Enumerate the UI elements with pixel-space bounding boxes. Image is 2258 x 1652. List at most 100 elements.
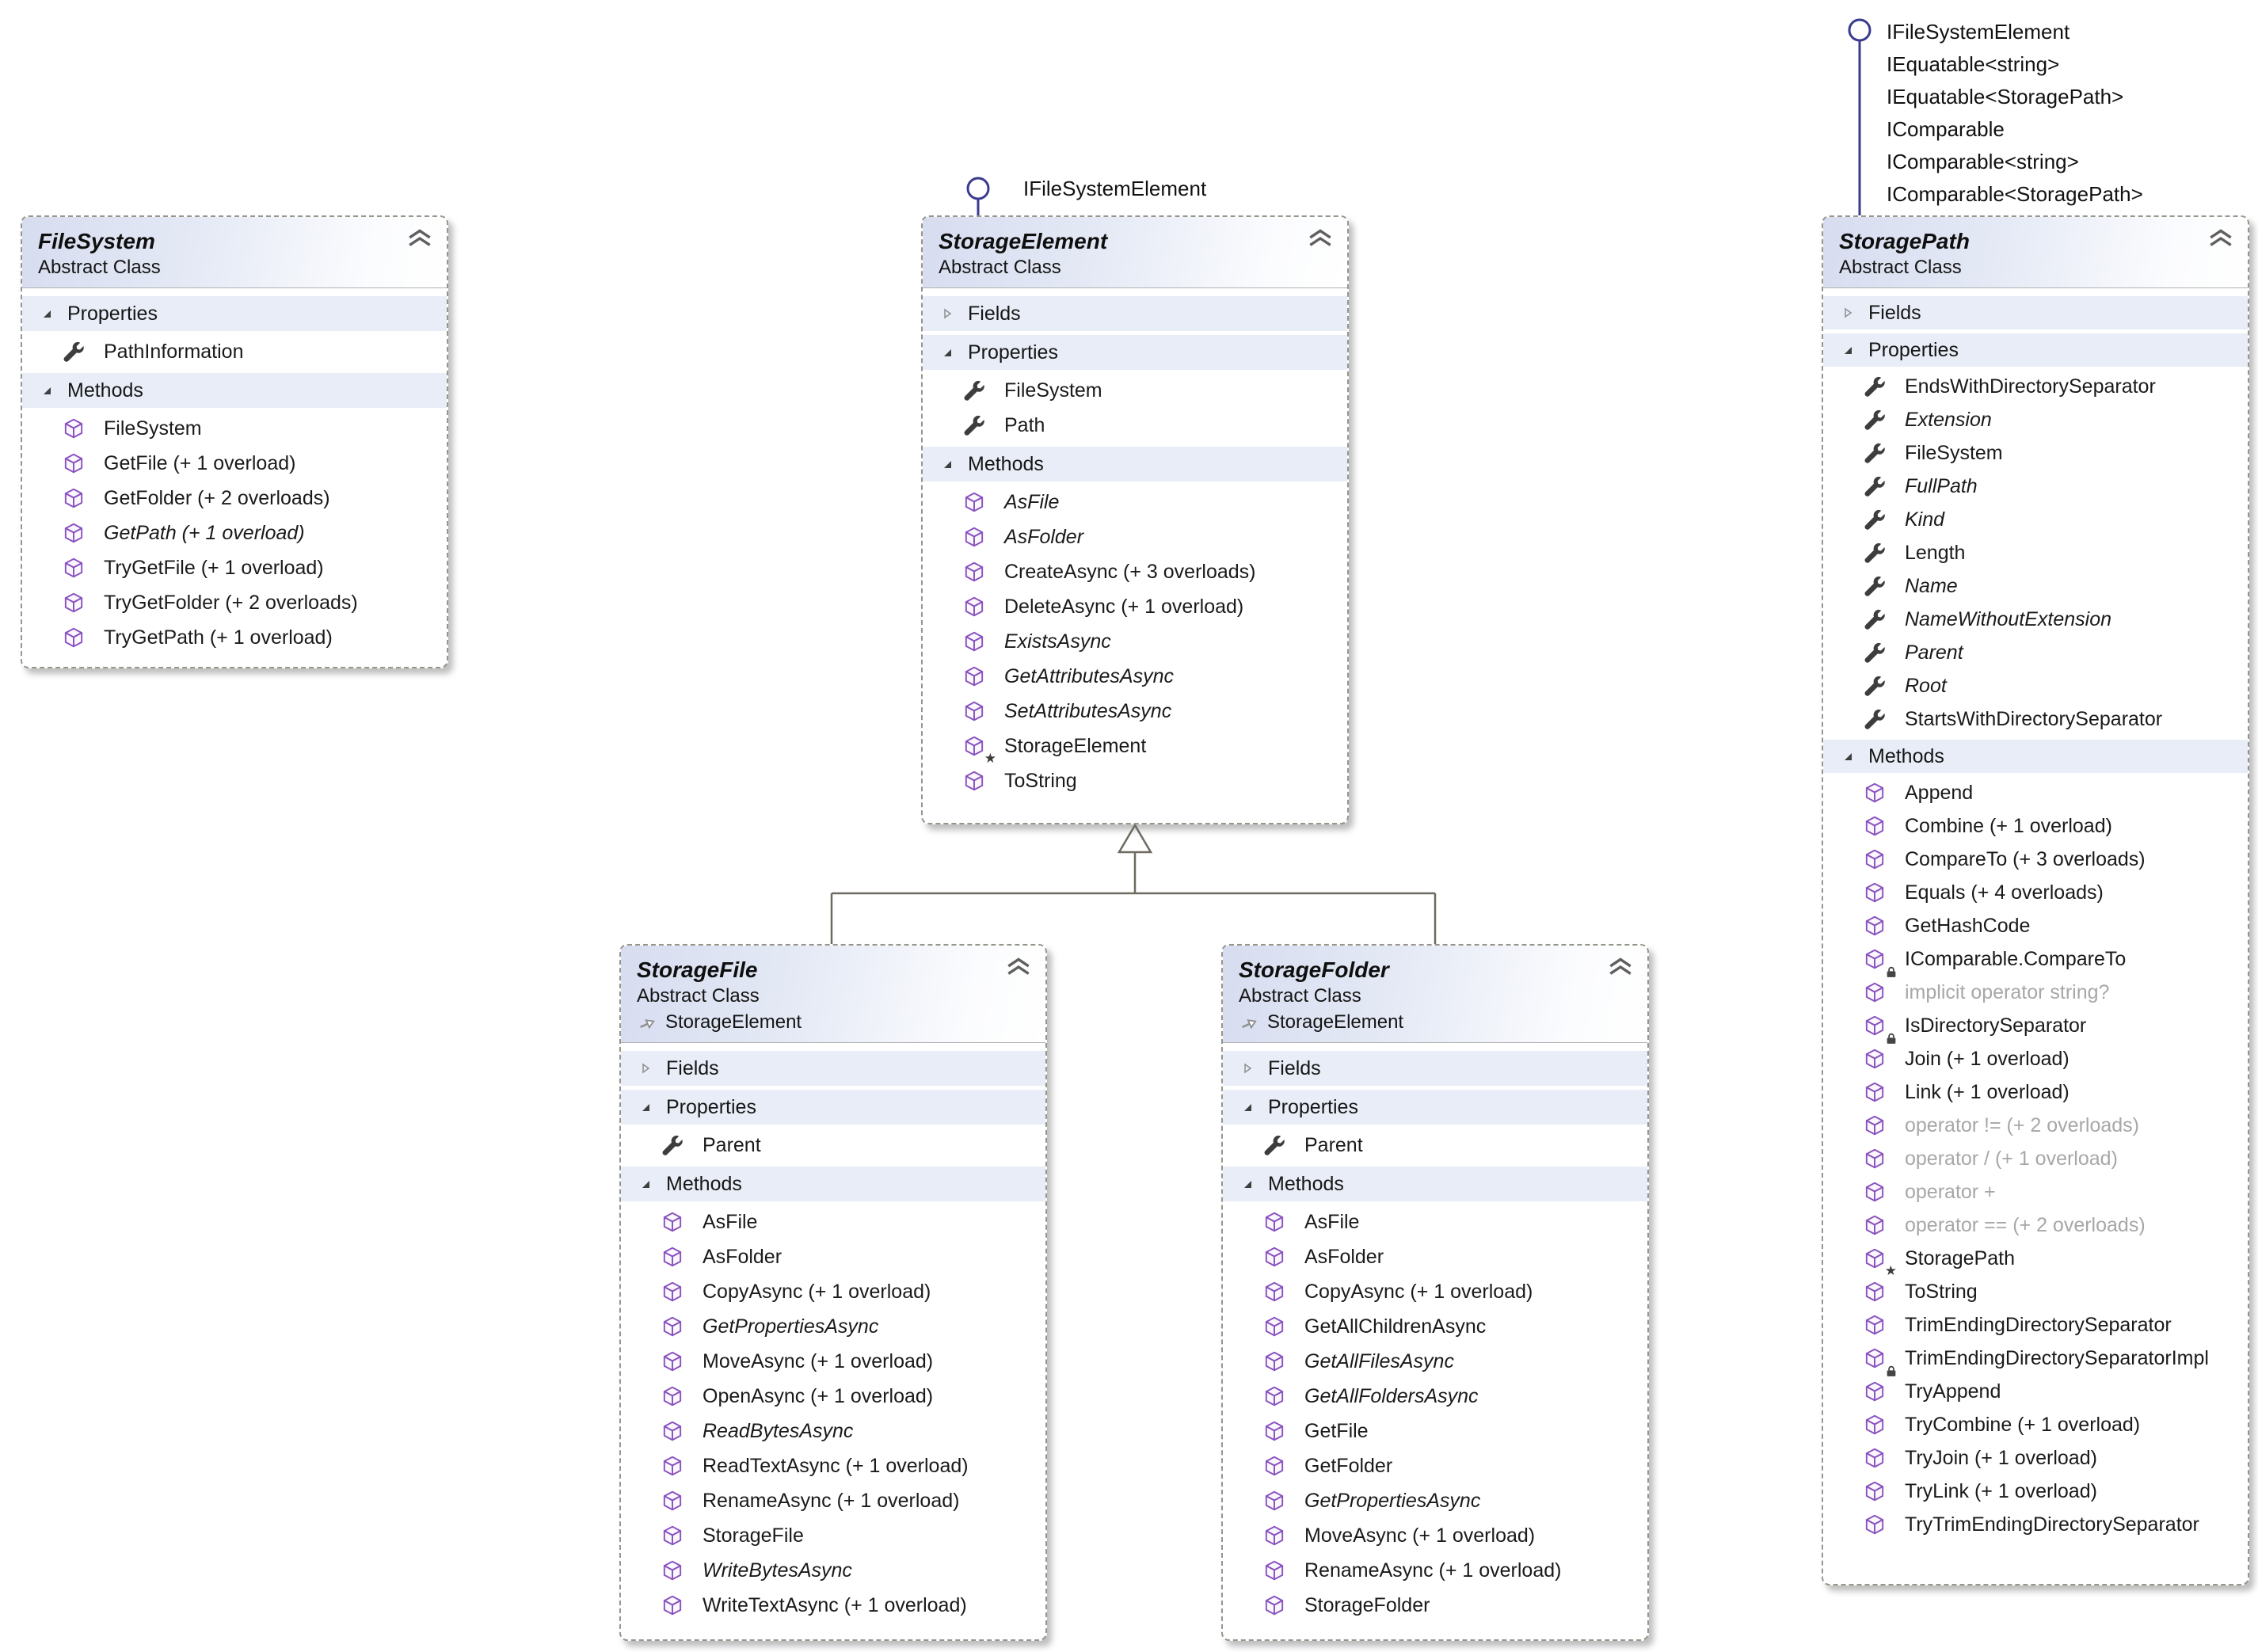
member-row[interactable]: GetPropertiesAsync bbox=[1223, 1483, 1647, 1518]
member-row[interactable]: Length bbox=[1823, 536, 2248, 569]
member-row[interactable]: GetFolder bbox=[1223, 1448, 1647, 1483]
member-row[interactable]: GetAllFilesAsync bbox=[1223, 1344, 1647, 1379]
member-row[interactable]: TryJoin (+ 1 overload) bbox=[1823, 1441, 2248, 1475]
member-row[interactable]: ExistsAsync bbox=[923, 624, 1347, 659]
member-row[interactable]: AsFile bbox=[621, 1205, 1045, 1239]
member-row[interactable]: Append bbox=[1823, 776, 2248, 809]
member-row[interactable]: Parent bbox=[1823, 636, 2248, 669]
member-row[interactable]: TryAppend bbox=[1823, 1375, 2248, 1408]
member-row[interactable]: operator != (+ 2 overloads) bbox=[1823, 1109, 2248, 1142]
member-row[interactable]: StorageFile bbox=[621, 1518, 1045, 1553]
member-row[interactable]: Name bbox=[1823, 569, 2248, 603]
member-row[interactable]: FileSystem bbox=[22, 411, 447, 446]
member-row[interactable]: TryGetFile (+ 1 overload) bbox=[22, 550, 447, 585]
member-row[interactable]: AsFile bbox=[923, 485, 1347, 520]
member-row[interactable]: TryGetFolder (+ 2 overloads) bbox=[22, 585, 447, 620]
member-row[interactable]: FileSystem bbox=[1823, 436, 2248, 470]
member-row[interactable]: CopyAsync (+ 1 overload) bbox=[1223, 1274, 1647, 1309]
member-row[interactable]: RenameAsync (+ 1 overload) bbox=[621, 1483, 1045, 1518]
member-row[interactable]: ReadBytesAsync bbox=[621, 1414, 1045, 1448]
member-row[interactable]: ★StorageElement bbox=[923, 729, 1347, 765]
member-row[interactable]: ToString bbox=[1823, 1275, 2248, 1308]
class-box-header[interactable]: StorageFile Abstract Class StorageElemen… bbox=[621, 946, 1045, 1044]
section-header-properties[interactable]: Properties bbox=[22, 296, 447, 332]
member-row[interactable]: Combine (+ 1 overload) bbox=[1823, 809, 2248, 843]
member-row[interactable]: GetHashCode bbox=[1823, 909, 2248, 942]
member-row[interactable]: operator / (+ 1 overload) bbox=[1823, 1142, 2248, 1175]
section-header-methods[interactable]: Methods bbox=[621, 1167, 1045, 1202]
member-row[interactable]: Join (+ 1 overload) bbox=[1823, 1042, 2248, 1075]
member-row[interactable]: AsFolder bbox=[621, 1239, 1045, 1274]
member-row[interactable]: MoveAsync (+ 1 overload) bbox=[1223, 1518, 1647, 1553]
member-row[interactable]: AsFile bbox=[1223, 1205, 1647, 1239]
member-row[interactable]: CopyAsync (+ 1 overload) bbox=[621, 1274, 1045, 1309]
class-box-storagefile[interactable]: StorageFile Abstract Class StorageElemen… bbox=[619, 944, 1047, 1641]
member-row[interactable]: FullPath bbox=[1823, 470, 2248, 503]
member-row[interactable]: implicit operator string? bbox=[1823, 976, 2248, 1009]
member-row[interactable]: NameWithoutExtension bbox=[1823, 603, 2248, 636]
member-row[interactable]: TryGetPath (+ 1 overload) bbox=[22, 620, 447, 655]
collapse-chevron-icon[interactable] bbox=[406, 228, 434, 249]
member-row[interactable]: TrimEndingDirectorySeparator bbox=[1823, 1308, 2248, 1342]
section-header-properties[interactable]: Properties bbox=[1823, 333, 2248, 367]
member-row[interactable]: GetFolder (+ 2 overloads) bbox=[22, 481, 447, 516]
section-header-properties[interactable]: Properties bbox=[1223, 1090, 1647, 1125]
inheritance-connector[interactable] bbox=[830, 823, 1437, 946]
member-row[interactable]: CompareTo (+ 3 overloads) bbox=[1823, 843, 2248, 876]
member-row[interactable]: TrimEndingDirectorySeparatorImpl bbox=[1823, 1342, 2248, 1377]
class-box-header[interactable]: StorageElement Abstract Class bbox=[923, 217, 1347, 289]
member-row[interactable]: Link (+ 1 overload) bbox=[1823, 1075, 2248, 1109]
member-row[interactable]: OpenAsync (+ 1 overload) bbox=[621, 1379, 1045, 1414]
section-header-properties[interactable]: Properties bbox=[621, 1090, 1045, 1125]
member-row[interactable]: StorageFolder bbox=[1223, 1588, 1647, 1623]
section-header-methods[interactable]: Methods bbox=[1223, 1167, 1647, 1202]
section-header-methods[interactable]: Methods bbox=[1823, 740, 2248, 774]
class-box-header[interactable]: StorageFolder Abstract Class StorageElem… bbox=[1223, 946, 1647, 1044]
member-row[interactable]: IComparable.CompareTo bbox=[1823, 942, 2248, 978]
member-row[interactable]: TryLink (+ 1 overload) bbox=[1823, 1475, 2248, 1508]
section-header-fields[interactable]: Fields bbox=[1823, 296, 2248, 330]
member-row[interactable]: PathInformation bbox=[22, 334, 447, 369]
member-row[interactable]: ★StoragePath bbox=[1823, 1242, 2248, 1277]
lollipop-connector-storage-path[interactable] bbox=[1848, 18, 1872, 217]
member-row[interactable]: GetPropertiesAsync bbox=[621, 1309, 1045, 1344]
member-row[interactable]: Equals (+ 4 overloads) bbox=[1823, 876, 2248, 909]
lollipop-connector-storage-element[interactable] bbox=[966, 177, 990, 217]
member-row[interactable]: GetFile bbox=[1223, 1414, 1647, 1448]
member-row[interactable]: IsDirectorySeparator bbox=[1823, 1009, 2248, 1045]
collapse-chevron-icon[interactable] bbox=[1306, 228, 1335, 249]
member-row[interactable]: Path bbox=[923, 408, 1347, 443]
member-row[interactable]: GetAllFoldersAsync bbox=[1223, 1379, 1647, 1414]
member-row[interactable]: RenameAsync (+ 1 overload) bbox=[1223, 1553, 1647, 1588]
member-row[interactable]: WriteBytesAsync bbox=[621, 1553, 1045, 1588]
member-row[interactable]: Parent bbox=[621, 1128, 1045, 1163]
member-row[interactable]: ReadTextAsync (+ 1 overload) bbox=[621, 1448, 1045, 1483]
section-header-fields[interactable]: Fields bbox=[621, 1051, 1045, 1087]
member-row[interactable]: CreateAsync (+ 3 overloads) bbox=[923, 554, 1347, 589]
class-box-header[interactable]: FileSystem Abstract Class bbox=[22, 217, 447, 289]
member-row[interactable]: SetAttributesAsync bbox=[923, 694, 1347, 729]
collapse-chevron-icon[interactable] bbox=[1606, 957, 1635, 977]
member-row[interactable]: TryCombine (+ 1 overload) bbox=[1823, 1408, 2248, 1441]
member-row[interactable]: Parent bbox=[1223, 1128, 1647, 1163]
member-row[interactable]: Root bbox=[1823, 669, 2248, 702]
member-row[interactable]: Kind bbox=[1823, 503, 2248, 536]
section-header-methods[interactable]: Methods bbox=[923, 447, 1347, 482]
section-header-fields[interactable]: Fields bbox=[923, 296, 1347, 332]
member-row[interactable]: FileSystem bbox=[923, 373, 1347, 408]
member-row[interactable]: GetFile (+ 1 overload) bbox=[22, 446, 447, 481]
member-row[interactable]: GetPath (+ 1 overload) bbox=[22, 516, 447, 550]
member-row[interactable]: GetAttributesAsync bbox=[923, 659, 1347, 694]
member-row[interactable]: Extension bbox=[1823, 403, 2248, 436]
section-header-fields[interactable]: Fields bbox=[1223, 1051, 1647, 1087]
member-row[interactable]: GetAllChildrenAsync bbox=[1223, 1309, 1647, 1344]
member-row[interactable]: StartsWithDirectorySeparator bbox=[1823, 702, 2248, 736]
collapse-chevron-icon[interactable] bbox=[1004, 957, 1033, 977]
collapse-chevron-icon[interactable] bbox=[2207, 228, 2235, 249]
member-row[interactable]: AsFolder bbox=[1223, 1239, 1647, 1274]
member-row[interactable]: MoveAsync (+ 1 overload) bbox=[621, 1344, 1045, 1379]
member-row[interactable]: DeleteAsync (+ 1 overload) bbox=[923, 589, 1347, 624]
